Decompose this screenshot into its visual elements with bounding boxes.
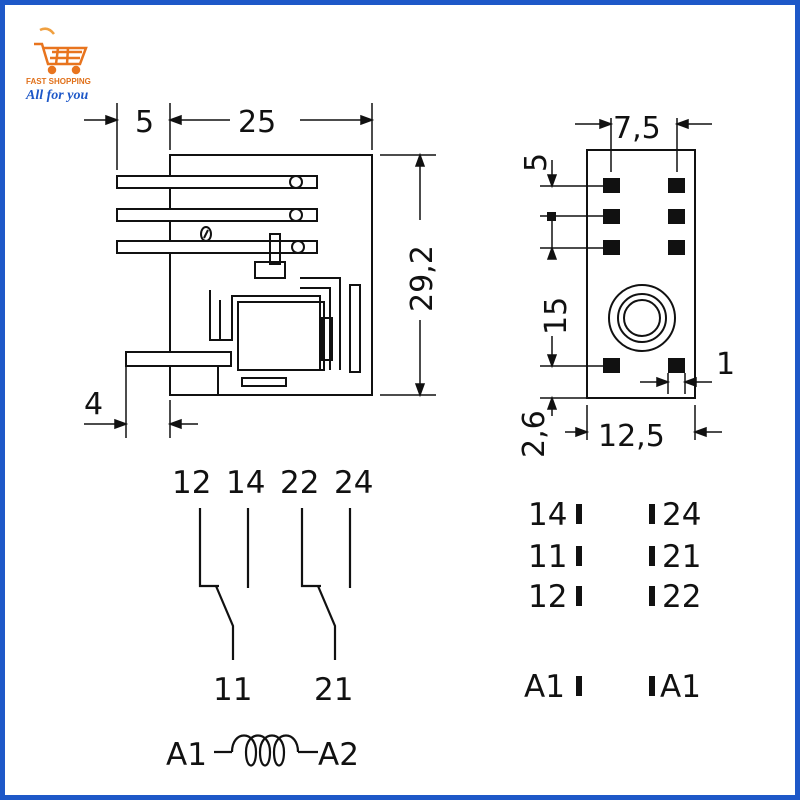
schematic-label-14: 14 bbox=[226, 465, 265, 501]
dim-middle-spacing: 15 bbox=[539, 297, 574, 335]
armature-outer bbox=[209, 290, 321, 370]
schematic-label-24: 24 bbox=[334, 465, 373, 501]
pin-hole-24 bbox=[668, 178, 685, 193]
contact-point bbox=[200, 226, 212, 242]
coil-label-a2: A2 bbox=[318, 737, 359, 773]
pinout-left-2: 11 bbox=[528, 539, 567, 575]
pin-hole-22 bbox=[668, 240, 685, 255]
pin-hole-14 bbox=[603, 178, 620, 193]
contact-1-common bbox=[214, 585, 235, 660]
pinout-left-1: 14 bbox=[528, 497, 567, 533]
pin-terminal bbox=[125, 351, 232, 367]
rivet-2 bbox=[289, 208, 303, 222]
coil-icon bbox=[214, 734, 318, 767]
schematic-label-12: 12 bbox=[172, 465, 211, 501]
bottom-view-dimensions bbox=[540, 118, 722, 440]
dim-side-height: 29,2 bbox=[405, 245, 440, 312]
dim-socket-width: 12,5 bbox=[598, 419, 665, 454]
pinout-right-3: 22 bbox=[662, 579, 701, 615]
shop-logo: FAST SHOPPING All for you bbox=[25, 27, 91, 103]
schematic-label-11: 11 bbox=[213, 672, 252, 708]
dim-side-width: 25 bbox=[238, 105, 276, 140]
contact-blade-2 bbox=[116, 208, 318, 222]
contact-2-nc bbox=[300, 508, 321, 588]
dim-pin-pitch: 7,5 bbox=[613, 111, 661, 146]
pin-hole-11 bbox=[603, 209, 620, 224]
rivet-1 bbox=[289, 175, 303, 189]
pinout-left-4: A1 bbox=[524, 669, 565, 705]
dim-side-offset: 5 bbox=[135, 105, 154, 140]
coil-label-a1: A1 bbox=[166, 737, 207, 773]
pinout-right-1: 24 bbox=[662, 497, 701, 533]
center-boss-outer bbox=[608, 284, 676, 352]
dim-top-offset: 5 bbox=[519, 153, 554, 172]
pinout-right-2: 21 bbox=[662, 539, 701, 575]
pinout-right-4: A1 bbox=[660, 669, 701, 705]
socket-outline bbox=[586, 149, 696, 399]
schematic-label-22: 22 bbox=[280, 465, 319, 501]
bottom-view bbox=[586, 149, 696, 399]
coil-base bbox=[241, 377, 287, 387]
pin-hole-12 bbox=[603, 240, 620, 255]
dim-bottom-offset: 2,6 bbox=[517, 410, 552, 458]
actuator-arm bbox=[269, 233, 281, 265]
side-view-dimensions bbox=[84, 103, 436, 438]
rivet-3 bbox=[291, 240, 305, 254]
pinout-left-3: 12 bbox=[528, 579, 567, 615]
contact-blade-3 bbox=[116, 240, 318, 254]
contact-2-common bbox=[316, 585, 337, 660]
dim-pin-offset: 4 bbox=[84, 387, 103, 422]
actuator-block bbox=[254, 261, 286, 279]
relay-body-outline bbox=[169, 154, 373, 396]
pin-hole-a1 bbox=[603, 358, 620, 373]
dim-pin-width: 1 bbox=[716, 347, 735, 382]
armature-bracket bbox=[300, 277, 341, 370]
pinout-markers bbox=[576, 504, 655, 696]
pin-hole-a2 bbox=[668, 358, 685, 373]
contact-1-nc bbox=[198, 508, 219, 588]
side-view bbox=[116, 154, 373, 396]
shopping-cart-icon bbox=[34, 27, 88, 75]
logo-line-2: All for you bbox=[25, 88, 88, 103]
schematic-label-21: 21 bbox=[314, 672, 353, 708]
coil-body bbox=[237, 301, 325, 371]
contact-schematic bbox=[198, 508, 352, 660]
contact-blade-1 bbox=[116, 175, 318, 189]
pin-hole-21 bbox=[668, 209, 685, 224]
logo-line-1: FAST SHOPPING bbox=[26, 77, 91, 86]
